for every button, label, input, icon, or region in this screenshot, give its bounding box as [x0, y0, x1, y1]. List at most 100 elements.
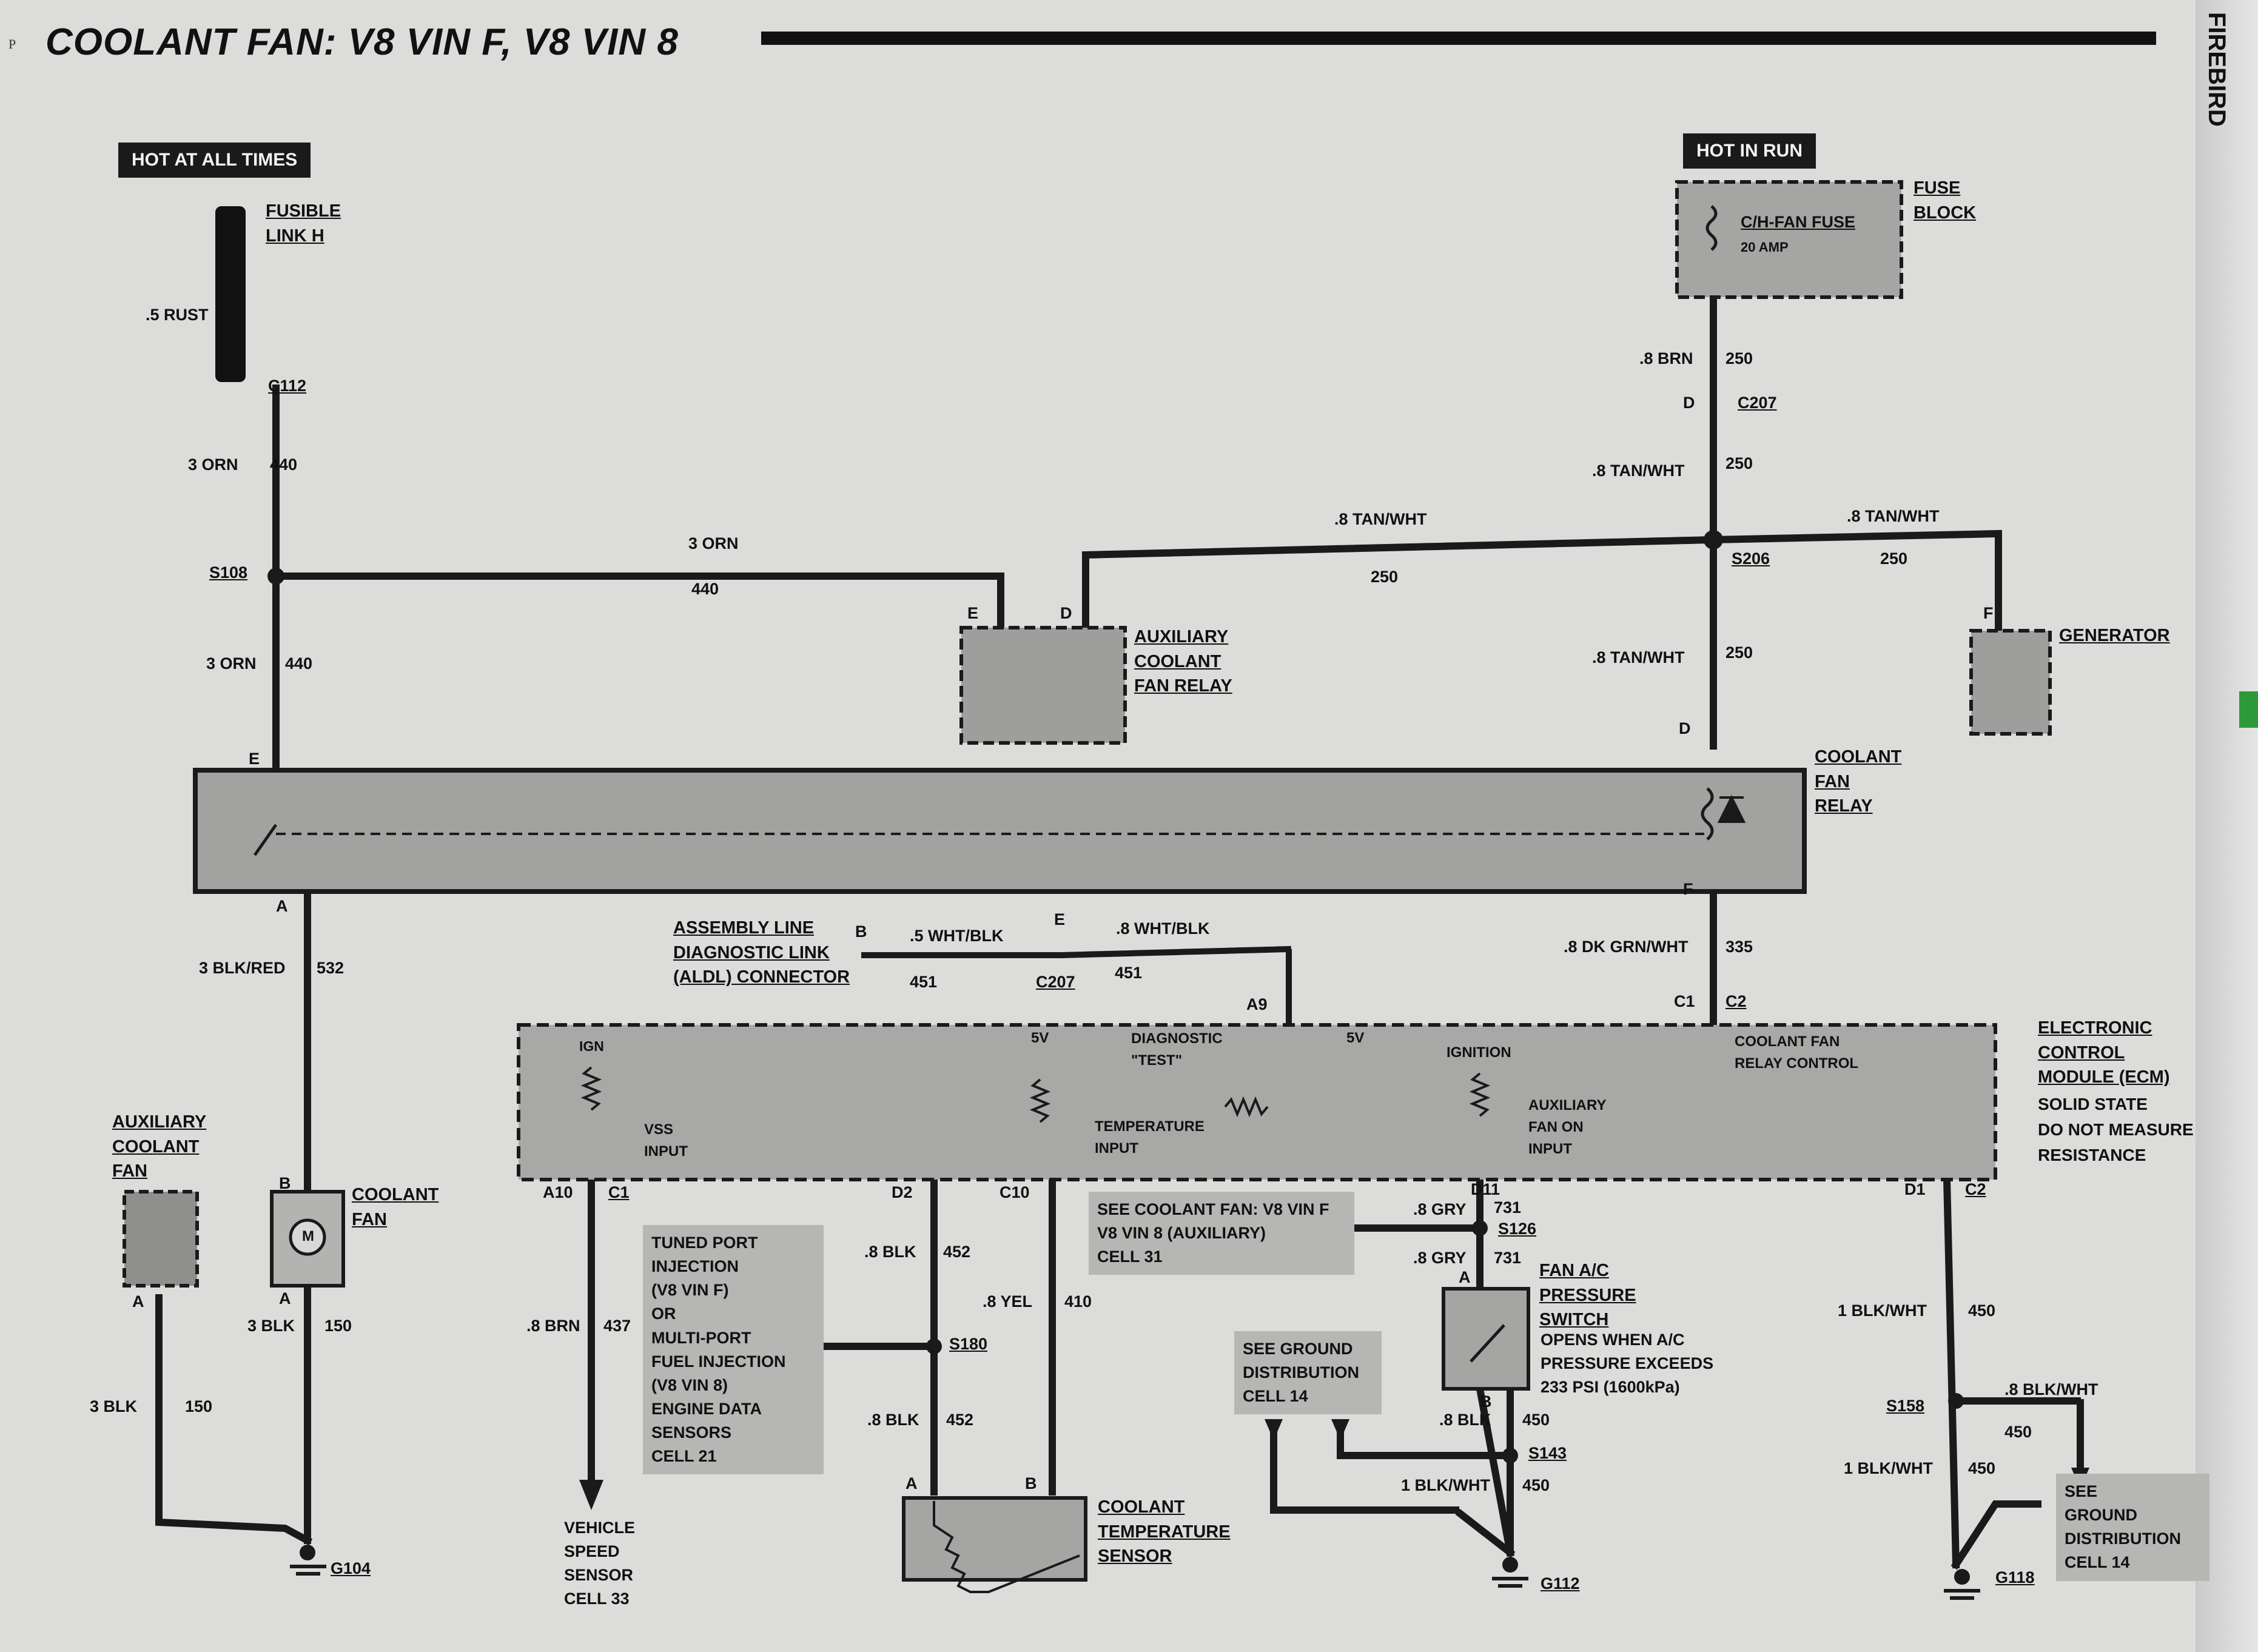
pin-b-sensor: B — [1025, 1474, 1037, 1493]
connector-c112: C112 — [268, 377, 307, 395]
wire-label-tanwht-d: .8 TAN/WHT — [1592, 648, 1685, 667]
wire-label-brn: .8 BRN — [1639, 349, 1693, 368]
wire-label-blk-c: .8 BLK — [864, 1243, 916, 1261]
splice-s108 — [267, 568, 284, 585]
fan-ac-switch-box — [1442, 1287, 1530, 1391]
pin-a-auxfan: A — [132, 1292, 144, 1311]
coolant-fan-label: COOLANT FAN — [352, 1185, 439, 1229]
wire-label-blkwht-c: .8 BLK/WHT — [2004, 1380, 2098, 1398]
ecm-note: SOLID STATE DO NOT MEASURE RESISTANCE — [2038, 1095, 2194, 1164]
pin-d-aux: D — [1060, 604, 1072, 622]
ground-g112-bar1 — [1492, 1577, 1528, 1580]
splice-s206-label: S206 — [1732, 549, 1770, 568]
wire-label-orn-b: 3 ORN — [688, 534, 739, 552]
wire-code-440-a: 440 — [270, 455, 298, 474]
vss-arrow — [579, 1480, 603, 1510]
title-rule — [761, 32, 2156, 45]
wire-label-blk-d: .8 BLK — [867, 1411, 919, 1429]
wire-blkwht-g118 — [1952, 1397, 2084, 1471]
temp-sensor-label: COOLANT TEMPERATURE SENSOR — [1098, 1497, 1231, 1566]
splice-s206 — [1704, 530, 1723, 549]
pin-c1-a10: C1 — [608, 1183, 630, 1201]
wire-code-452-b: 452 — [946, 1411, 974, 1429]
wire-label-orn-c: 3 ORN — [206, 654, 257, 673]
wire-label-gry-b: .8 GRY — [1413, 1249, 1467, 1267]
wire-code-450-e: 450 — [1968, 1459, 1996, 1477]
wire-code-250-a: 250 — [1725, 349, 1753, 368]
wire-label-dkgrnwht: .8 DK GRN/WHT — [1564, 938, 1688, 956]
wire-code-440-c: 440 — [285, 654, 313, 673]
pin-a-fan: A — [279, 1289, 291, 1308]
splice-s126-label: S126 — [1498, 1220, 1537, 1238]
splice-s180-label: S180 — [949, 1335, 988, 1353]
see-coolant-fan-note: SEE COOLANT FAN: V8 VIN F V8 VIN 8 (AUXI… — [1089, 1192, 1354, 1275]
pin-d11: D11 — [1471, 1180, 1500, 1198]
wire-code-250-d: 250 — [1880, 549, 1908, 568]
wire-code-250-b: 250 — [1725, 454, 1753, 472]
wire-label-blkwht-d: 1 BLK/WHT — [1844, 1459, 1933, 1477]
ecm-relay-control: COOLANT FAN RELAY CONTROL — [1735, 1033, 1859, 1072]
wire-blk-450-g112 — [1476, 1385, 1514, 1557]
wire-code-250-c: 250 — [1371, 568, 1399, 586]
connector-c207: C207 — [1738, 394, 1777, 412]
pin-b-switch: B — [1480, 1392, 1492, 1411]
pin-c2-relay: C2 — [1725, 992, 1747, 1010]
vss-label: VEHICLE SPEED SENSOR CELL 33 — [564, 1519, 636, 1608]
fusible-link-h — [215, 206, 246, 382]
wire-code-450-d: 450 — [2004, 1423, 2032, 1441]
page-letter: P — [8, 36, 16, 52]
motor-icon: M — [302, 1228, 314, 1244]
wire-code-250-e: 250 — [1725, 643, 1753, 662]
wire-code-532: 532 — [317, 959, 344, 977]
ecm-diag-resistor — [1224, 1096, 1269, 1118]
pin-a-sensor: A — [906, 1474, 918, 1493]
ecm-diag-test: DIAGNOSTIC "TEST" — [1131, 1030, 1223, 1069]
relay-coil — [1701, 787, 1714, 841]
fuse-symbol — [1705, 205, 1718, 251]
wire-code-452-a: 452 — [943, 1243, 971, 1261]
tuned-port-note: TUNED PORT INJECTION (V8 VIN F) OR MULTI… — [643, 1225, 824, 1475]
see-ground-note-a: SEE GROUND DISTRIBUTION CELL 14 — [1234, 1331, 1382, 1415]
wire-code-451-a: 451 — [910, 973, 938, 991]
splice-s158 — [1948, 1393, 1964, 1409]
wire-code-731-b: 731 — [1494, 1249, 1522, 1267]
pin-d2: D2 — [892, 1183, 913, 1201]
hot-at-all-times-tag: HOT AT ALL TIMES — [118, 143, 311, 178]
wire-label-tanwht-b: .8 TAN/WHT — [1334, 510, 1427, 528]
wire-label-blk-b: 3 BLK — [90, 1397, 138, 1415]
ecm-label: ELECTRONIC CONTROL MODULE (ECM) — [2038, 1018, 2170, 1087]
fuse-rating: 20 AMP — [1741, 240, 1789, 255]
coolant-fan-relay-label: COOLANT FAN RELAY — [1815, 747, 1902, 816]
thermistor-symbol — [933, 1501, 1080, 1593]
see-ground-note-b: SEE GROUND DISTRIBUTION CELL 14 — [2056, 1474, 2209, 1581]
ecm-ign-resistor — [580, 1066, 602, 1111]
pin-c1-relay: C1 — [1674, 992, 1695, 1010]
wire-label-whtblk-8: .8 WHT/BLK — [1116, 919, 1210, 938]
ecm-ignition: IGNITION — [1447, 1044, 1511, 1061]
ecm-ignition-resistor — [1469, 1072, 1491, 1117]
wire-blkwht-ground-b — [1951, 1500, 2041, 1570]
wire-code-450-c: 450 — [1968, 1301, 1996, 1320]
ground-g118-node — [1954, 1569, 1970, 1585]
ground-g104-bar2 — [296, 1572, 320, 1576]
ground-g104-bar1 — [290, 1565, 326, 1568]
ground-g104-label: G104 — [331, 1559, 371, 1577]
splice-s126 — [1472, 1220, 1488, 1236]
splice-s158-label: S158 — [1886, 1397, 1925, 1415]
wire-code-335: 335 — [1725, 938, 1753, 956]
pin-a9: A9 — [1246, 995, 1268, 1013]
wire-label-blk-e: .8 BLK — [1439, 1411, 1491, 1429]
wire-code-150-b: 150 — [185, 1397, 213, 1415]
ecm-temp-input: TEMPERATURE INPUT — [1095, 1118, 1205, 1157]
page-edge — [2196, 0, 2258, 1652]
splice-s180 — [926, 1338, 942, 1354]
wire-code-731-a: 731 — [1494, 1198, 1522, 1217]
ecm-vss-input: VSS INPUT — [644, 1121, 688, 1160]
wire-code-451-b: 451 — [1115, 964, 1143, 982]
wire-code-450-a: 450 — [1522, 1411, 1550, 1429]
pin-e-aldl: E — [1054, 910, 1066, 928]
pin-d1: D1 — [1904, 1180, 1926, 1198]
splice-s143 — [1502, 1448, 1518, 1463]
